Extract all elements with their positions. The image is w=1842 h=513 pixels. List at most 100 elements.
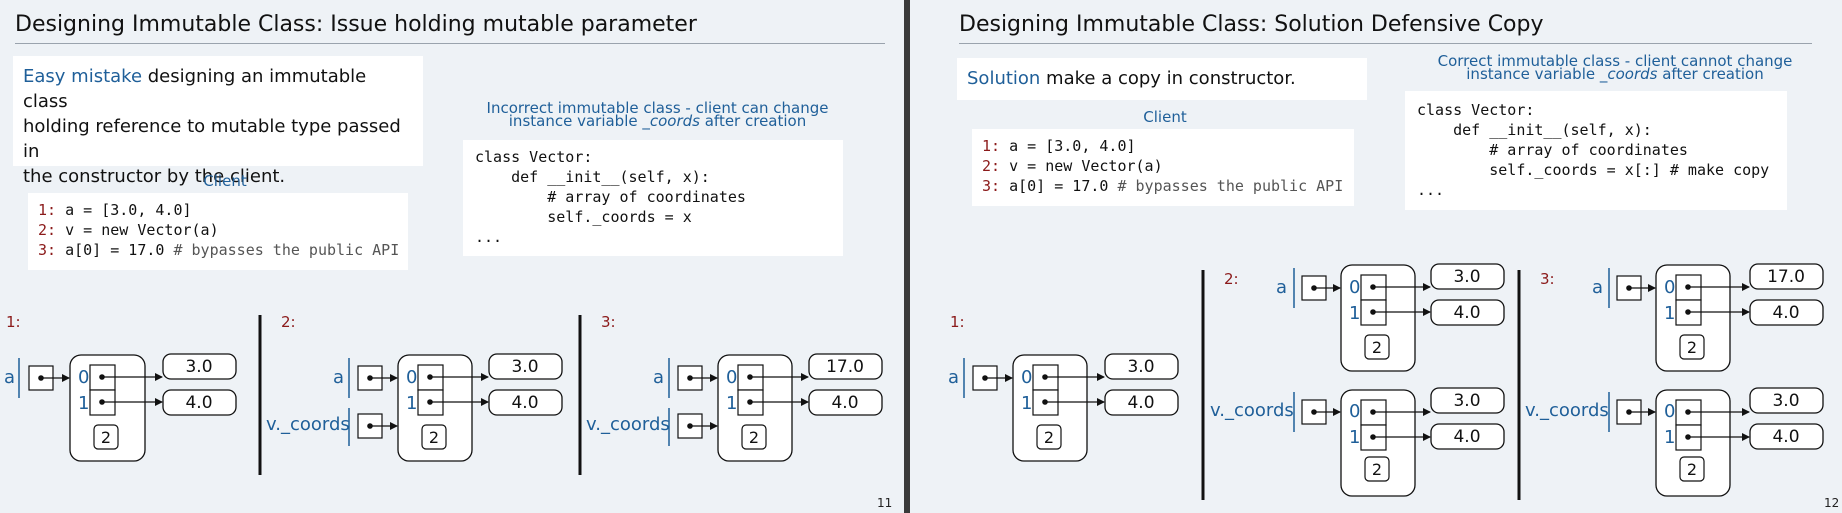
memory-diagram-left: 1: a 0 1 3.0 4.0 2 2: a [4,313,883,475]
intro-text: Solution make a copy in constructor. [957,58,1367,99]
caption-line-1: Correct immutable class - client cannot … [1437,52,1793,70]
float-value: 3.0 [1453,267,1480,287]
index-label: 0 [1349,277,1360,298]
index-label: 1 [726,393,737,414]
intro-rest: make a copy in constructor. [1040,68,1296,89]
variable-label: a [653,367,664,388]
client-code-line-3: 3: a[0] = 17.0 # bypasses the public API [982,177,1344,195]
intro-line-1: designing an immutable class [23,66,367,112]
intro-line-2: holding reference to mutable type passed… [23,116,401,162]
intro-box: Solution make a copy in constructor. [957,58,1367,100]
index-label: 1 [1021,393,1032,414]
float-value: 4.0 [1453,303,1480,323]
index-label: 1 [1664,427,1675,448]
step-label: 1: [6,313,21,331]
float-value: 3.0 [511,357,538,377]
array-length: 2 [1044,428,1054,447]
memory-diagram-right: 1: a 0 1 3.0 4.0 2 2: a [948,263,1824,500]
step-label: 3: [1540,270,1555,288]
client-label: Client [203,172,247,190]
array-length: 2 [101,428,111,447]
float-value: 3.0 [185,357,212,377]
float-value: 3.0 [1127,357,1154,377]
class-code-line-5: ... [475,228,503,246]
index-label: 0 [1021,367,1032,388]
array-length: 2 [1687,460,1697,479]
index-label: 1 [1349,303,1360,324]
variable-label: a [4,367,15,388]
client-label: Client [1143,108,1187,126]
float-object [162,389,237,416]
float-object [1749,423,1824,450]
float-value: 4.0 [511,393,538,413]
intro-highlight: Easy mistake [23,66,143,87]
caption-line-1: Incorrect immutable class - client can c… [486,99,829,117]
page-number: 12 [1824,496,1840,510]
client-code-line-2: 2: v = new Vector(a) [982,157,1163,175]
length-box [1679,456,1705,482]
title-rule [959,43,1812,44]
slide-12: Designing Immutable Class: Solution Defe… [910,0,1842,513]
intro-box: Easy mistake designing an immutable clas… [13,56,423,187]
array-length: 2 [1372,338,1382,357]
slide-11: Designing Immutable Class: Issue holding… [0,0,904,513]
slide-title: Designing Immutable Class: Issue holding… [15,12,697,37]
class-code-line-3: # array of coordinates [475,188,746,206]
length-box [93,424,119,450]
float-value: 4.0 [1772,427,1799,447]
array-length: 2 [749,428,759,447]
float-value: 17.0 [1767,267,1805,287]
correct-caption: Correct immutable class - client cannot … [1410,52,1820,83]
intro-text: Easy mistake designing an immutable clas… [13,56,423,197]
incorrect-caption: Incorrect immutable class - client can c… [440,99,875,130]
length-box [741,424,767,450]
float-object [162,353,237,380]
caption-line-2: instance variable _coords after creation [1466,65,1764,83]
float-value: 4.0 [185,393,212,413]
length-box [1036,424,1062,450]
class-code: class Vector: def __init__(self, x): # a… [463,140,843,256]
length-box [1364,456,1390,482]
slide-divider [904,0,910,513]
float-object [1749,387,1824,414]
index-label: 1 [1664,303,1675,324]
client-code-line-2: 2: v = new Vector(a) [38,221,219,239]
float-value: 4.0 [1453,427,1480,447]
client-code-line-1: 1: a = [3.0, 4.0] [38,201,192,219]
variable-label: a [948,367,959,388]
float-value: 4.0 [1772,303,1799,323]
variable-label: a [1592,277,1603,298]
index-label: 0 [406,367,417,388]
caption-line-2: instance variable _coords after creation [508,112,807,130]
class-code-line-1: class Vector: [475,148,593,166]
length-box [1364,334,1390,360]
index-label: 1 [78,393,89,414]
array-length: 2 [1372,460,1382,479]
variable-label: a [333,367,344,388]
length-box [421,424,447,450]
class-code-line-3: # array of coordinates [1417,141,1688,159]
float-object [488,389,563,416]
variable-label: v._coords [1525,400,1609,421]
class-code-line-2: def __init__(self, x): [475,168,710,186]
array-length: 2 [429,428,439,447]
length-box [1679,334,1705,360]
index-label: 0 [1664,277,1675,298]
class-code-line-1: class Vector: [1417,101,1535,119]
title-rule [15,43,885,44]
array-slot [737,389,764,416]
float-value: 3.0 [1453,391,1480,411]
class-code-line-5: ... [1417,181,1445,199]
float-value: 4.0 [831,393,858,413]
index-label: 0 [78,367,89,388]
variable-label: v._coords [586,414,670,435]
index-label: 0 [1664,401,1675,422]
float-object [1430,423,1505,450]
index-label: 1 [406,393,417,414]
float-object [1104,353,1179,380]
step-label: 2: [1224,270,1239,288]
index-label: 0 [726,367,737,388]
slide-title: Designing Immutable Class: Solution Defe… [959,12,1544,37]
step-label: 2: [281,313,296,331]
